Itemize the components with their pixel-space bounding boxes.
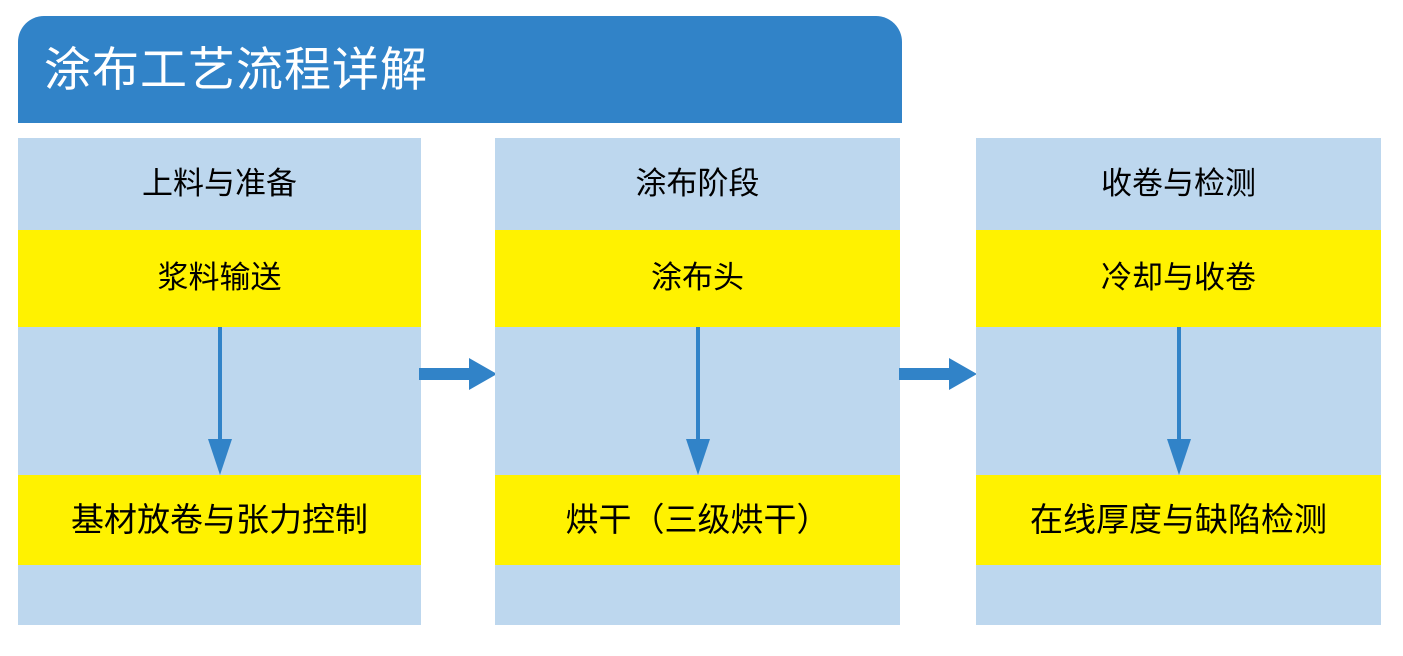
stage-heading-3: 收卷与检测 [976,138,1381,230]
stage-step-top-1[interactable]: 浆料输送 [18,230,421,327]
stage-step-label: 涂布头 [651,260,744,296]
stage-heading-2: 涂布阶段 [495,138,900,230]
down-arrow-icon-1 [200,327,240,475]
stage-step-bottom-3[interactable]: 在线厚度与缺陷检测 [976,475,1381,565]
stage-column-2[interactable]: 涂布阶段 涂布头 烘干（三级烘干） [495,138,900,625]
stage-step-bottom-2[interactable]: 烘干（三级烘干） [495,475,900,565]
page-title: 涂布工艺流程详解 [44,43,428,96]
down-arrow-icon-3 [1159,327,1199,475]
stage-step-top-2[interactable]: 涂布头 [495,230,900,327]
stage-column-1[interactable]: 上料与准备 浆料输送 基材放卷与张力控制 [18,138,421,625]
stage-step-top-3[interactable]: 冷却与收卷 [976,230,1381,327]
stage-heading-1: 上料与准备 [18,138,421,230]
stage-heading-label: 上料与准备 [142,165,297,201]
stage-step-label: 烘干（三级烘干） [565,500,830,538]
stage-heading-label: 收卷与检测 [1101,165,1256,201]
stage-step-bottom-1[interactable]: 基材放卷与张力控制 [18,475,421,565]
stage-step-label: 在线厚度与缺陷检测 [1030,500,1327,538]
connector-arrow-icon-1 [419,356,499,392]
down-arrow-icon-2 [678,327,718,475]
title-banner: 涂布工艺流程详解 [18,16,902,123]
stage-column-3[interactable]: 收卷与检测 冷却与收卷 在线厚度与缺陷检测 [976,138,1381,625]
connector-arrow-icon-2 [899,356,979,392]
stage-step-label: 浆料输送 [157,260,282,296]
stage-heading-label: 涂布阶段 [635,165,760,201]
stage-step-label: 基材放卷与张力控制 [71,500,368,538]
stage-step-label: 冷却与收卷 [1101,260,1256,296]
